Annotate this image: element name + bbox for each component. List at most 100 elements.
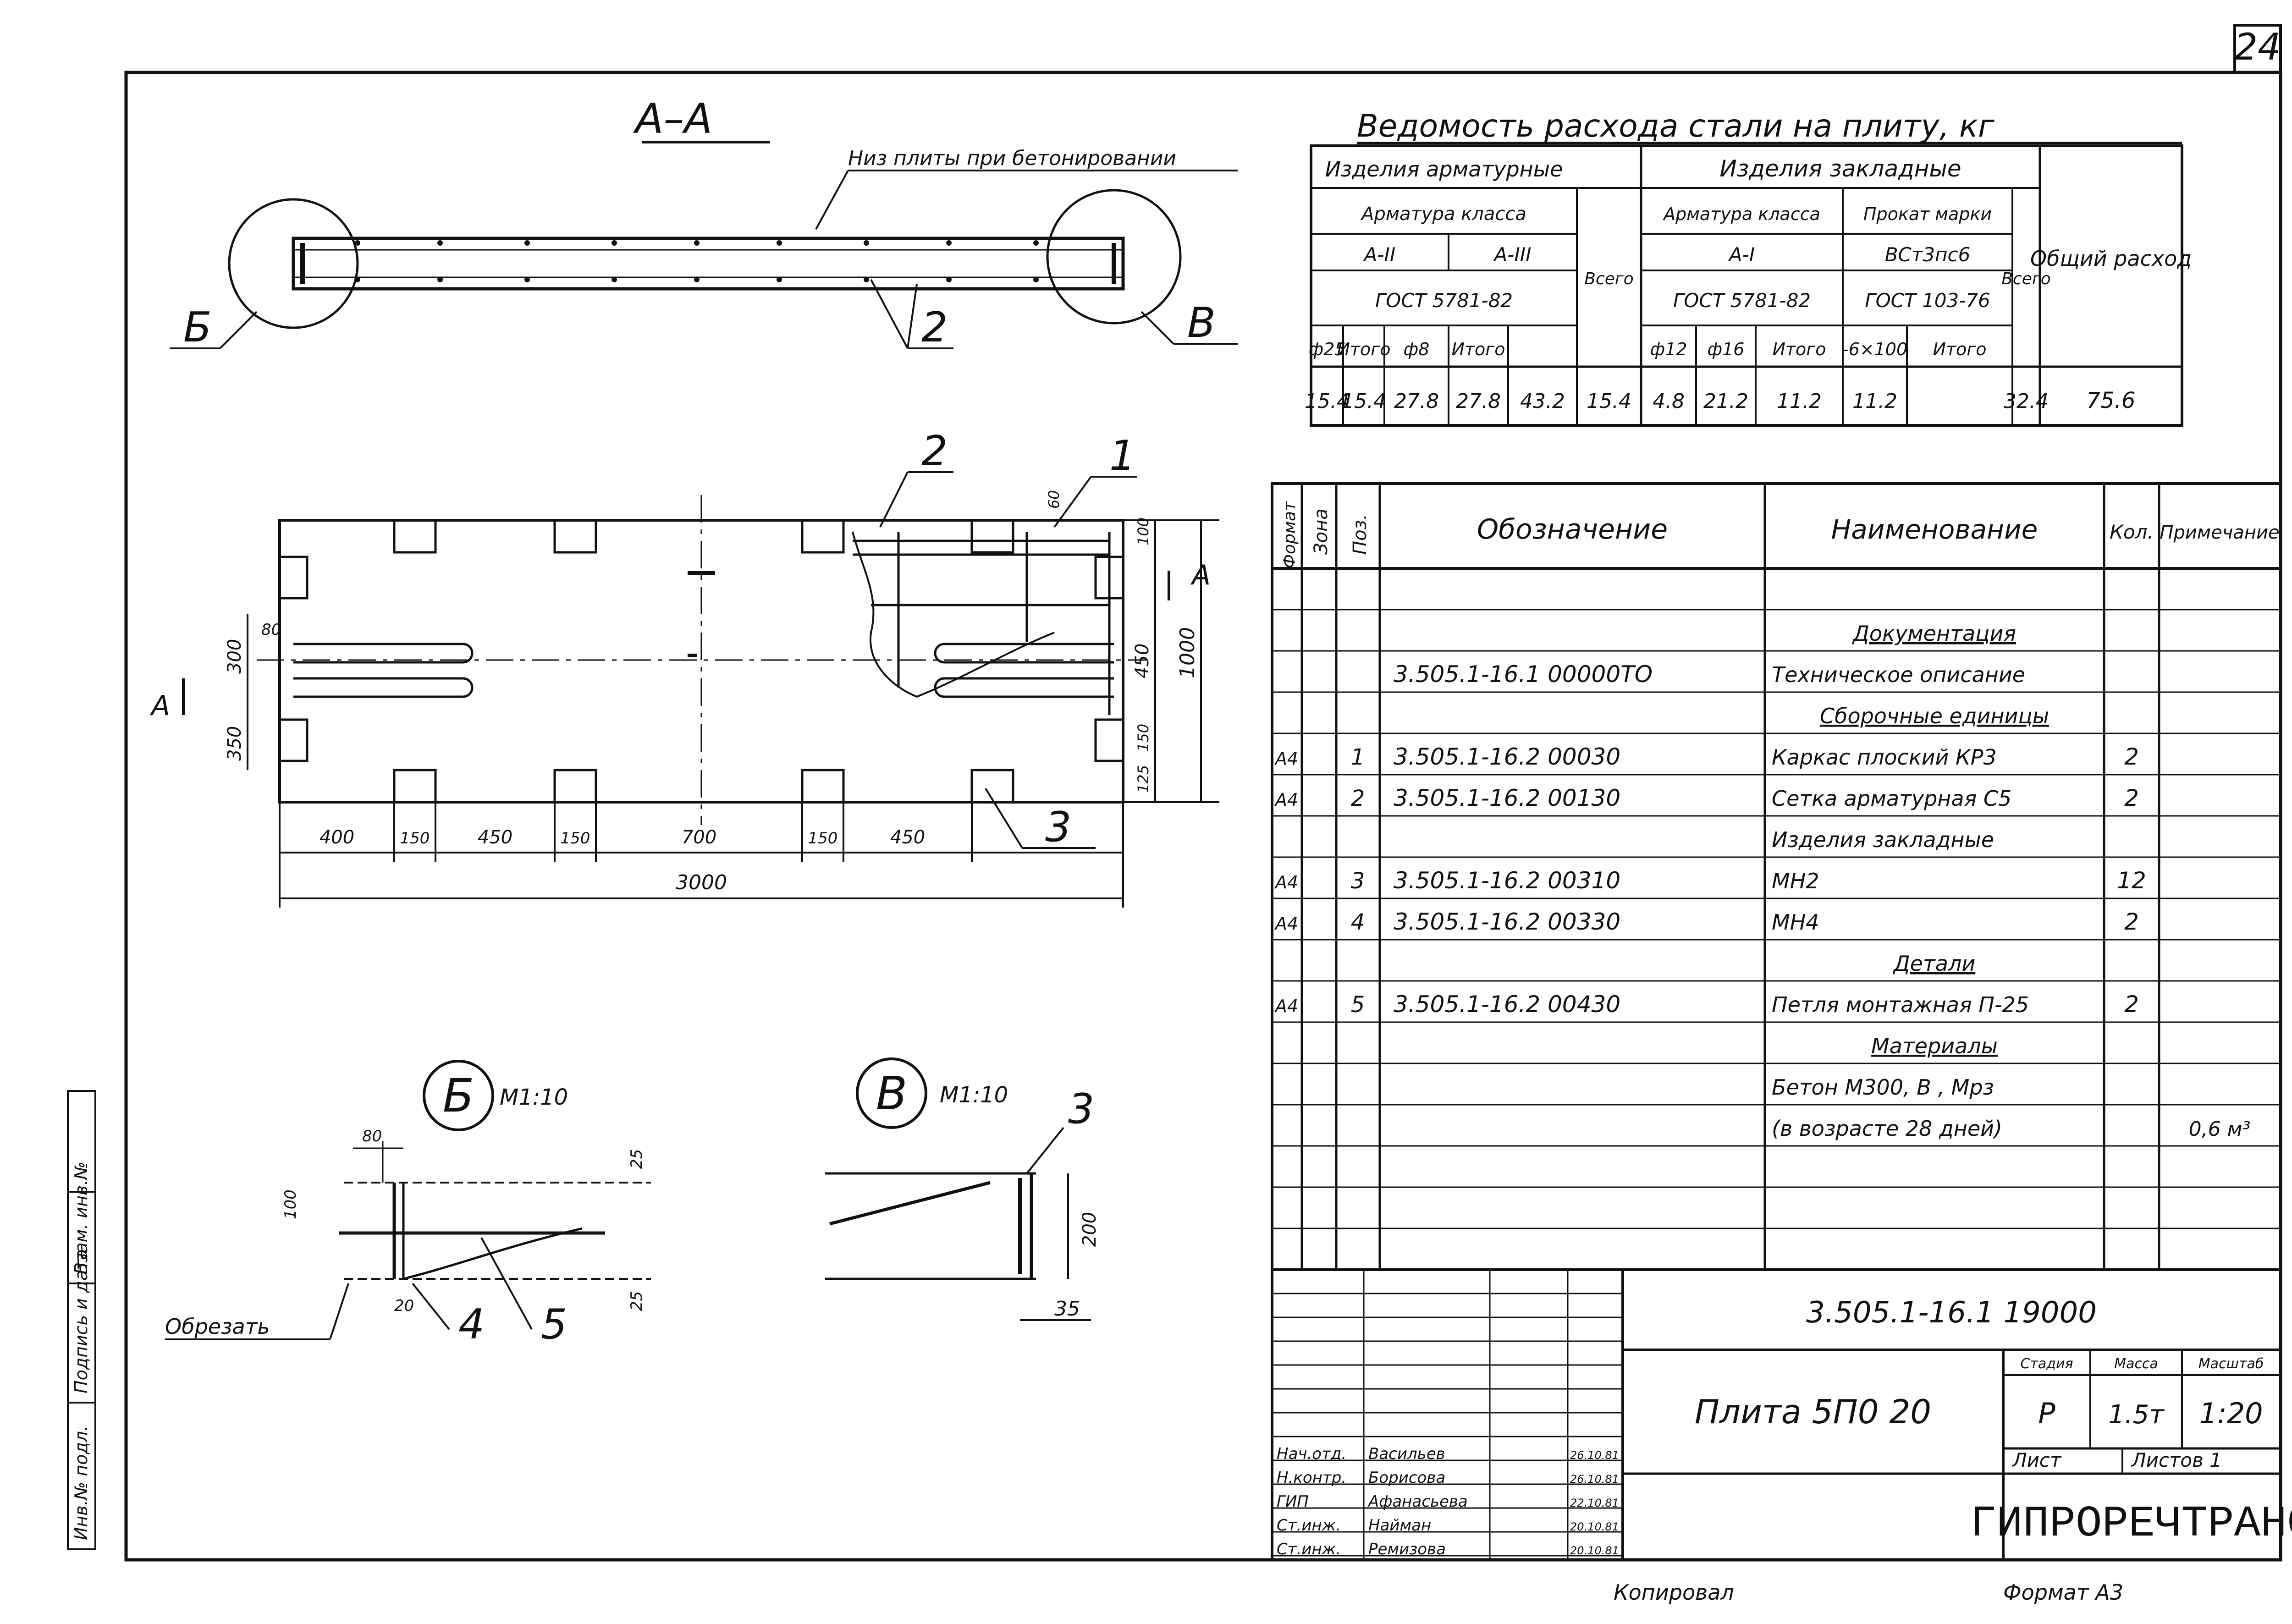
signer-role: Нач.отд. bbox=[1277, 1445, 1346, 1463]
dim-150-b: 150 bbox=[561, 829, 590, 848]
spec-row-name: Сетка арматурная С5 bbox=[1772, 786, 2011, 811]
spec-row-name: Петля монтажная П-25 bbox=[1772, 992, 2029, 1017]
dim-right-60: 60 bbox=[1045, 490, 1063, 509]
steel-val-3: 27.8 bbox=[1456, 390, 1501, 413]
signer-role: Ст.инж. bbox=[1277, 1516, 1341, 1535]
steel-gost-2: ГОСТ 5781-82 bbox=[1673, 289, 1811, 312]
spec-h-qty: Кол. bbox=[2110, 521, 2154, 543]
tb-sheet-label: Лист bbox=[2011, 1449, 2062, 1471]
signer-role: Ст.инж. bbox=[1277, 1540, 1341, 1558]
callout-v: В bbox=[1187, 299, 1216, 347]
node-v-pos-3: 3 bbox=[1068, 1085, 1094, 1133]
signer-role: Н.контр. bbox=[1277, 1469, 1346, 1487]
spec-row-format: А4 bbox=[1274, 749, 1298, 769]
steel-sh-6: Итого bbox=[1772, 339, 1826, 359]
dim-450-b: 450 bbox=[890, 827, 925, 848]
node-b-circle bbox=[423, 1060, 494, 1131]
signer-date: 22.10.81 bbox=[1570, 1497, 1619, 1509]
signer-name: Васильев bbox=[1368, 1445, 1445, 1463]
spec-row-name: Документация bbox=[1852, 621, 2016, 646]
title-block: 3.505.1-16.1 19000 Плита 5П0 20 Стадия М… bbox=[1271, 1268, 2292, 1605]
node-v: В М1:10 3 200 35 bbox=[825, 1057, 1100, 1321]
node-b-pos-4: 4 bbox=[458, 1300, 485, 1349]
tb-sheets-label: Листов 1 bbox=[2131, 1449, 2222, 1471]
spec-row-pos: 5 bbox=[1351, 992, 1365, 1018]
steel-val-11: 75.6 bbox=[2087, 388, 2136, 413]
spec-row-designation: 3.505.1-16.2 00330 bbox=[1394, 908, 1620, 935]
signer-role: ГИП bbox=[1277, 1492, 1309, 1511]
dim-total: 3000 bbox=[676, 871, 727, 894]
dim-450-a: 450 bbox=[478, 827, 512, 848]
steel-sh-5: ф16 bbox=[1708, 339, 1745, 359]
signer-date: 20.10.81 bbox=[1570, 1544, 1619, 1557]
steel-val-0: 15.4 bbox=[1305, 390, 1350, 413]
signer-name: Борисова bbox=[1368, 1469, 1445, 1487]
plan-pos-1: 1 bbox=[1109, 432, 1135, 480]
steel-total-2: Всего bbox=[2001, 270, 2051, 288]
tb-stage-label: Стадия bbox=[2020, 1356, 2073, 1372]
spec-row-pos: 1 bbox=[1351, 744, 1365, 770]
dim-400: 400 bbox=[320, 827, 354, 848]
spec-row-designation: 3.505.1-16.1 00000ТО bbox=[1394, 661, 1653, 688]
dim-left-300: 300 bbox=[224, 639, 245, 674]
signer-name: Найман bbox=[1368, 1516, 1431, 1535]
spec-row-name: Материалы bbox=[1871, 1034, 1998, 1058]
node-b-dim-80: 80 bbox=[362, 1127, 382, 1145]
steel-class-a2: А-II bbox=[1363, 243, 1396, 266]
spec-row-note: 0,6 м³ bbox=[2189, 1118, 2251, 1141]
spec-row-format: А4 bbox=[1274, 914, 1298, 934]
node-b-dim-25a: 25 bbox=[628, 1149, 646, 1169]
sheet-number: 24 bbox=[2234, 26, 2281, 68]
steel-val-8: 11.2 bbox=[1777, 390, 1822, 413]
steel-sh-7: -6×100 bbox=[1842, 339, 1907, 359]
steel-val-4: 43.2 bbox=[1520, 390, 1565, 413]
dim-left-350: 350 bbox=[224, 726, 245, 761]
spec-row-pos: 3 bbox=[1351, 868, 1365, 894]
steel-total-1: Всего bbox=[1584, 270, 1634, 288]
steel-val-7: 21.2 bbox=[1703, 390, 1748, 413]
steel-val-9: 11.2 bbox=[1852, 390, 1897, 413]
spec-row-name: МН2 bbox=[1772, 869, 1819, 893]
steel-val-10: 32.4 bbox=[2004, 390, 2049, 413]
dim-150-c: 150 bbox=[808, 829, 838, 848]
tb-format: Формат А3 bbox=[2003, 1580, 2123, 1605]
steel-gost-3: ГОСТ 103-76 bbox=[1865, 289, 1990, 312]
spec-row-qty: 2 bbox=[2124, 991, 2139, 1018]
dim-left-80: 80 bbox=[261, 621, 281, 639]
plan-view: 2 1 3 А А 400 150 450 150 700 150 450 30… bbox=[149, 427, 1219, 908]
node-v-dim-200: 200 bbox=[1079, 1212, 1100, 1247]
spec-h-zone: Зона bbox=[1311, 508, 1332, 555]
dim-right-125: 125 bbox=[1135, 765, 1152, 793]
spec-row-format: А4 bbox=[1274, 872, 1298, 892]
callout-circle-b bbox=[228, 198, 359, 329]
callout-b: Б bbox=[183, 303, 212, 352]
steel-sh-0: ф25 bbox=[1309, 339, 1346, 359]
steel-group-2: Изделия закладные bbox=[1719, 155, 1961, 182]
spec-table: Формат Зона Поз. Обозначение Наименовани… bbox=[1271, 482, 2282, 1271]
spec-h-pos: Поз. bbox=[1350, 514, 1371, 555]
steel-sh-3: Итого bbox=[1451, 339, 1505, 359]
steel-sh-1: Итого bbox=[1337, 339, 1390, 359]
signer-date: 20.10.81 bbox=[1570, 1520, 1619, 1533]
node-b-pos-5: 5 bbox=[541, 1300, 567, 1349]
spec-row-qty: 2 bbox=[2124, 908, 2139, 935]
spec-row-name: МН4 bbox=[1772, 910, 1819, 935]
dim-height: 1000 bbox=[1176, 627, 1199, 678]
dim-right-150: 150 bbox=[1135, 724, 1152, 752]
spec-row-qty: 2 bbox=[2124, 743, 2139, 770]
spec-row-name: (в возрасте 28 дней) bbox=[1772, 1116, 2002, 1141]
node-b: Б М1:10 80 100 25 25 20 Обрезать 4 5 bbox=[165, 1060, 651, 1349]
dim-150-a: 150 bbox=[400, 829, 430, 848]
spec-h-designation: Обозначение bbox=[1477, 513, 1668, 545]
spec-row-designation: 3.505.1-16.2 00430 bbox=[1394, 991, 1620, 1018]
steel-subgroup-2: Арматура класса bbox=[1662, 204, 1820, 224]
spec-row-name: Изделия закладные bbox=[1772, 827, 1994, 852]
steel-sh-8: Итого bbox=[1933, 339, 1986, 359]
tb-scale: 1:20 bbox=[2199, 1397, 2263, 1430]
tb-mass: 1.5т bbox=[2108, 1400, 2165, 1430]
spec-row-designation: 3.505.1-16.2 00030 bbox=[1394, 743, 1620, 770]
steel-class-a3: А-III bbox=[1493, 243, 1531, 266]
steel-group-1: Изделия арматурные bbox=[1325, 157, 1563, 182]
section-a-a: А–А Низ плиты при бетонировании Б В 2 bbox=[170, 95, 1238, 352]
